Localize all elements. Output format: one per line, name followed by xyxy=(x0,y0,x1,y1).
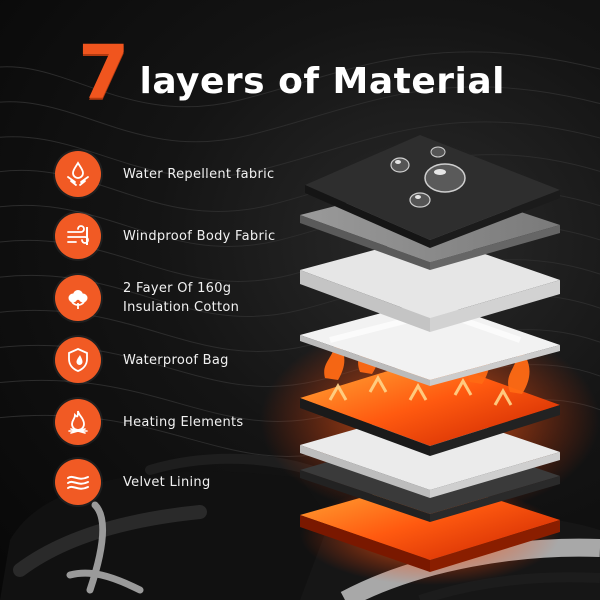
feature-waterproof-bag: Waterproof Bag xyxy=(55,336,305,384)
feature-label: Water Repellent fabric xyxy=(123,166,275,182)
shield-drop-icon xyxy=(55,337,101,383)
headline-text: layers of Material xyxy=(139,61,506,102)
flame-icon xyxy=(55,399,101,445)
headline: 7 layers of Material xyxy=(78,30,505,110)
feature-windproof: Windproof Body Fabric xyxy=(55,212,305,260)
feature-label: Heating Elements xyxy=(123,414,244,430)
layer-waterproof-bag xyxy=(300,300,560,380)
cotton-icon xyxy=(55,275,101,321)
layer-heating xyxy=(300,358,560,446)
feature-label-line2: Insulation Cotton xyxy=(123,300,240,315)
wind-icon xyxy=(55,213,101,259)
feature-label-line1: 2 Fayer Of 160g xyxy=(123,281,232,296)
feature-label: 2 Fayer Of 160g Insulation Cotton xyxy=(123,279,239,317)
layer-count: 7 xyxy=(78,30,130,116)
feature-label: Waterproof Bag xyxy=(123,352,229,368)
water-droplets xyxy=(390,146,466,208)
feature-heating: Heating Elements xyxy=(55,398,305,446)
feature-label: Velvet Lining xyxy=(123,474,211,490)
feature-label: Windproof Body Fabric xyxy=(123,228,276,244)
velvet-icon xyxy=(55,459,101,505)
feature-velvet: Velvet Lining xyxy=(55,458,305,506)
feature-insulation: 2 Fayer Of 160g Insulation Cotton xyxy=(55,274,305,322)
feature-water-repellent: Water Repellent fabric xyxy=(55,150,305,198)
water-repellent-icon xyxy=(55,151,101,197)
layer-insulation-cotton xyxy=(300,235,560,318)
